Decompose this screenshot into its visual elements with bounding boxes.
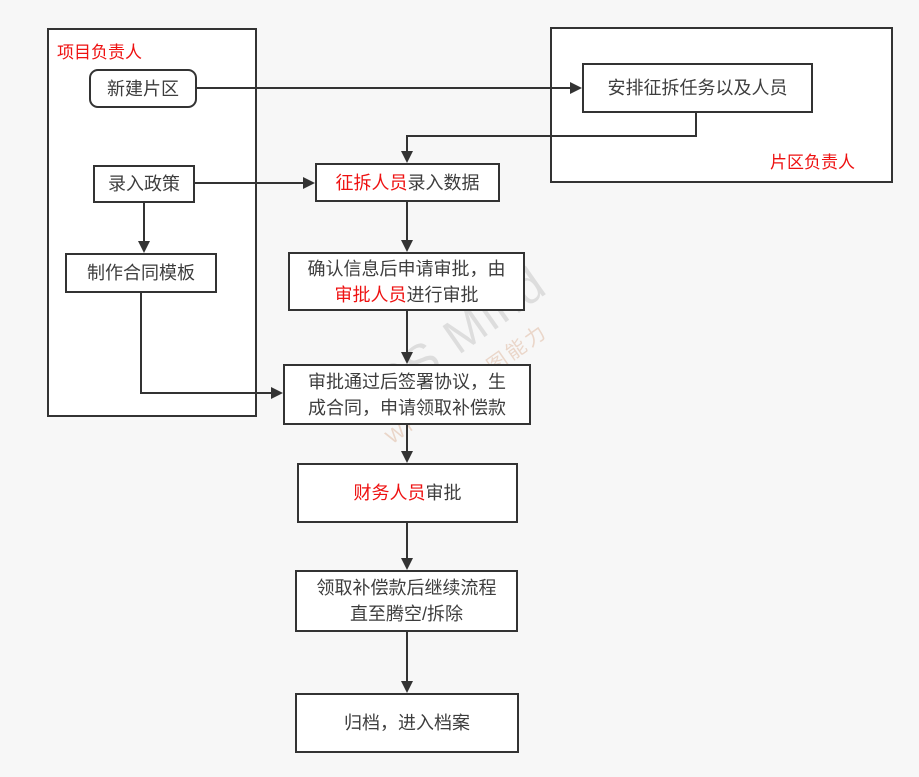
node-sign-contract-line1: 审批通过后签署协议，生 [308,371,506,392]
node-finance-approve[interactable]: 财务人员审批 [297,463,518,523]
arrowhead-icon [303,177,315,189]
node-archive-label: 归档，进入档案 [344,713,470,733]
node-finance-approve-label: 财务人员审批 [353,483,462,503]
node-archive[interactable]: 归档，进入档案 [295,693,519,753]
arrowhead-icon [401,558,413,570]
node-arrange-tasks[interactable]: 安排征拆任务以及人员 [582,63,813,113]
node-continue-process-line2: 直至腾空/拆除 [349,604,463,624]
node-create-area[interactable]: 新建片区 [89,69,197,108]
arrowhead-icon [401,451,413,463]
node-make-template[interactable]: 制作合同模板 [65,253,217,293]
arrowhead-icon [401,151,413,163]
lane-area-manager-label: 片区负责人 [770,153,855,172]
arrowhead-icon [401,681,413,693]
node-make-template-label: 制作合同模板 [87,263,195,283]
node-continue-process[interactable]: 领取补偿款后继续流程 直至腾空/拆除 [295,570,518,632]
arrowhead-icon [271,387,283,399]
lane-project-manager-label: 项目负责人 [57,43,142,62]
node-continue-process-line1: 领取补偿款后继续流程 [316,578,497,598]
node-confirm-approve-line2: 审批人员进行审批 [334,284,479,305]
node-enter-data[interactable]: 征拆人员录入数据 [315,163,500,202]
arrowhead-icon [401,352,413,364]
arrowhead-icon [138,241,150,253]
node-sign-contract[interactable]: 审批通过后签署协议，生 成合同，申请领取补偿款 [283,364,531,425]
node-enter-policy-label: 录入政策 [108,174,180,194]
node-enter-data-label: 征拆人员录入数据 [335,172,480,193]
node-arrange-tasks-label: 安排征拆任务以及人员 [607,78,788,98]
node-sign-contract-line2: 成合同，申请领取补偿款 [308,397,506,418]
node-enter-policy[interactable]: 录入政策 [93,165,195,203]
arrowhead-icon [401,240,413,252]
arrowhead-icon [570,82,582,94]
node-confirm-approve-line1: 确认信息后申请审批，由 [307,258,506,279]
node-create-area-label: 新建片区 [107,78,179,99]
node-confirm-approve[interactable]: 确认信息后申请审批，由 审批人员进行审批 [288,252,525,311]
